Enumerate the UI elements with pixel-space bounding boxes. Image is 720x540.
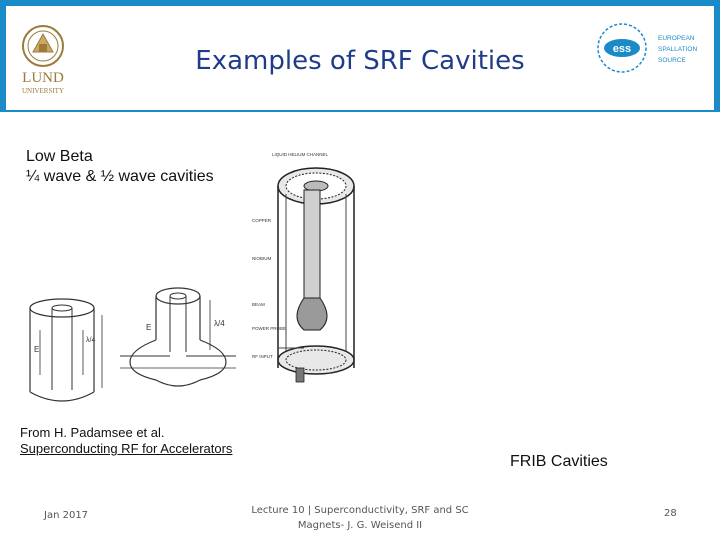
coaxial-e-label: E	[34, 345, 39, 354]
ess-logo-line1: EUROPEAN	[658, 35, 695, 42]
quarter-half-wave-diagram: E λ/4 E λ/4	[29, 287, 236, 402]
low-beta-subtitle: ¼ wave & ½ wave cavities	[26, 168, 214, 185]
frib-caption: FRIB Cavities	[510, 453, 608, 470]
footer-date: Jan 2017	[44, 510, 89, 521]
cutaway-label-helium: LIQUID HELIUM CHANNEL	[272, 152, 329, 157]
ess-logo-line2: SPALLATION	[658, 46, 697, 53]
half-wave-e-label: E	[146, 323, 151, 332]
ess-logo-line3: SOURCE	[658, 57, 686, 64]
footer-lecture-line2: Magnets- J. G. Weisend II	[297, 520, 423, 531]
half-wave-lambda-label: λ/4	[214, 319, 225, 328]
cutaway-label-power-probe: POWER PROBE	[252, 326, 286, 331]
coaxial-cavity-sketch: E λ/4	[29, 298, 103, 402]
coaxial-lambda-label: λ/4	[86, 337, 95, 344]
lund-logo-university: UNIVERSITY	[22, 87, 64, 95]
cutaway-label-niobium: NIOBIUM	[252, 256, 272, 261]
reference-author: From H. Padamsee et al.	[20, 425, 165, 440]
slide-title: Examples of SRF Cavities	[195, 46, 525, 76]
header-band	[6, 6, 714, 110]
ess-logo: ess EUROPEAN SPALLATION SOURCE	[597, 23, 697, 73]
cutaway-label-copper: COPPER	[252, 218, 272, 223]
lund-university-logo: LUND UNIVERSITY	[6, 22, 80, 98]
cutaway-label-rf-input: RF INPUT	[252, 354, 273, 359]
reference-book-link[interactable]: Superconducting RF for Accelerators	[20, 441, 233, 456]
half-wave-cavity-sketch: E λ/4	[120, 287, 236, 387]
page-number: 28	[664, 508, 677, 519]
cutaway-label-beam: BEAM	[252, 302, 265, 307]
ess-logo-mark: ess	[613, 43, 631, 55]
footer-lecture-line1: Lecture 10 | Superconductivity, SRF and …	[251, 505, 469, 516]
footer-lecture: Lecture 10 | Superconductivity, SRF and …	[240, 503, 480, 533]
low-beta-heading: Low Beta	[26, 148, 93, 165]
lund-logo-name: LUND	[22, 70, 64, 86]
frib-cavity-cutaway: LIQUID HELIUM CHANNEL COPPER NIOBIUM BEA…	[252, 152, 355, 383]
